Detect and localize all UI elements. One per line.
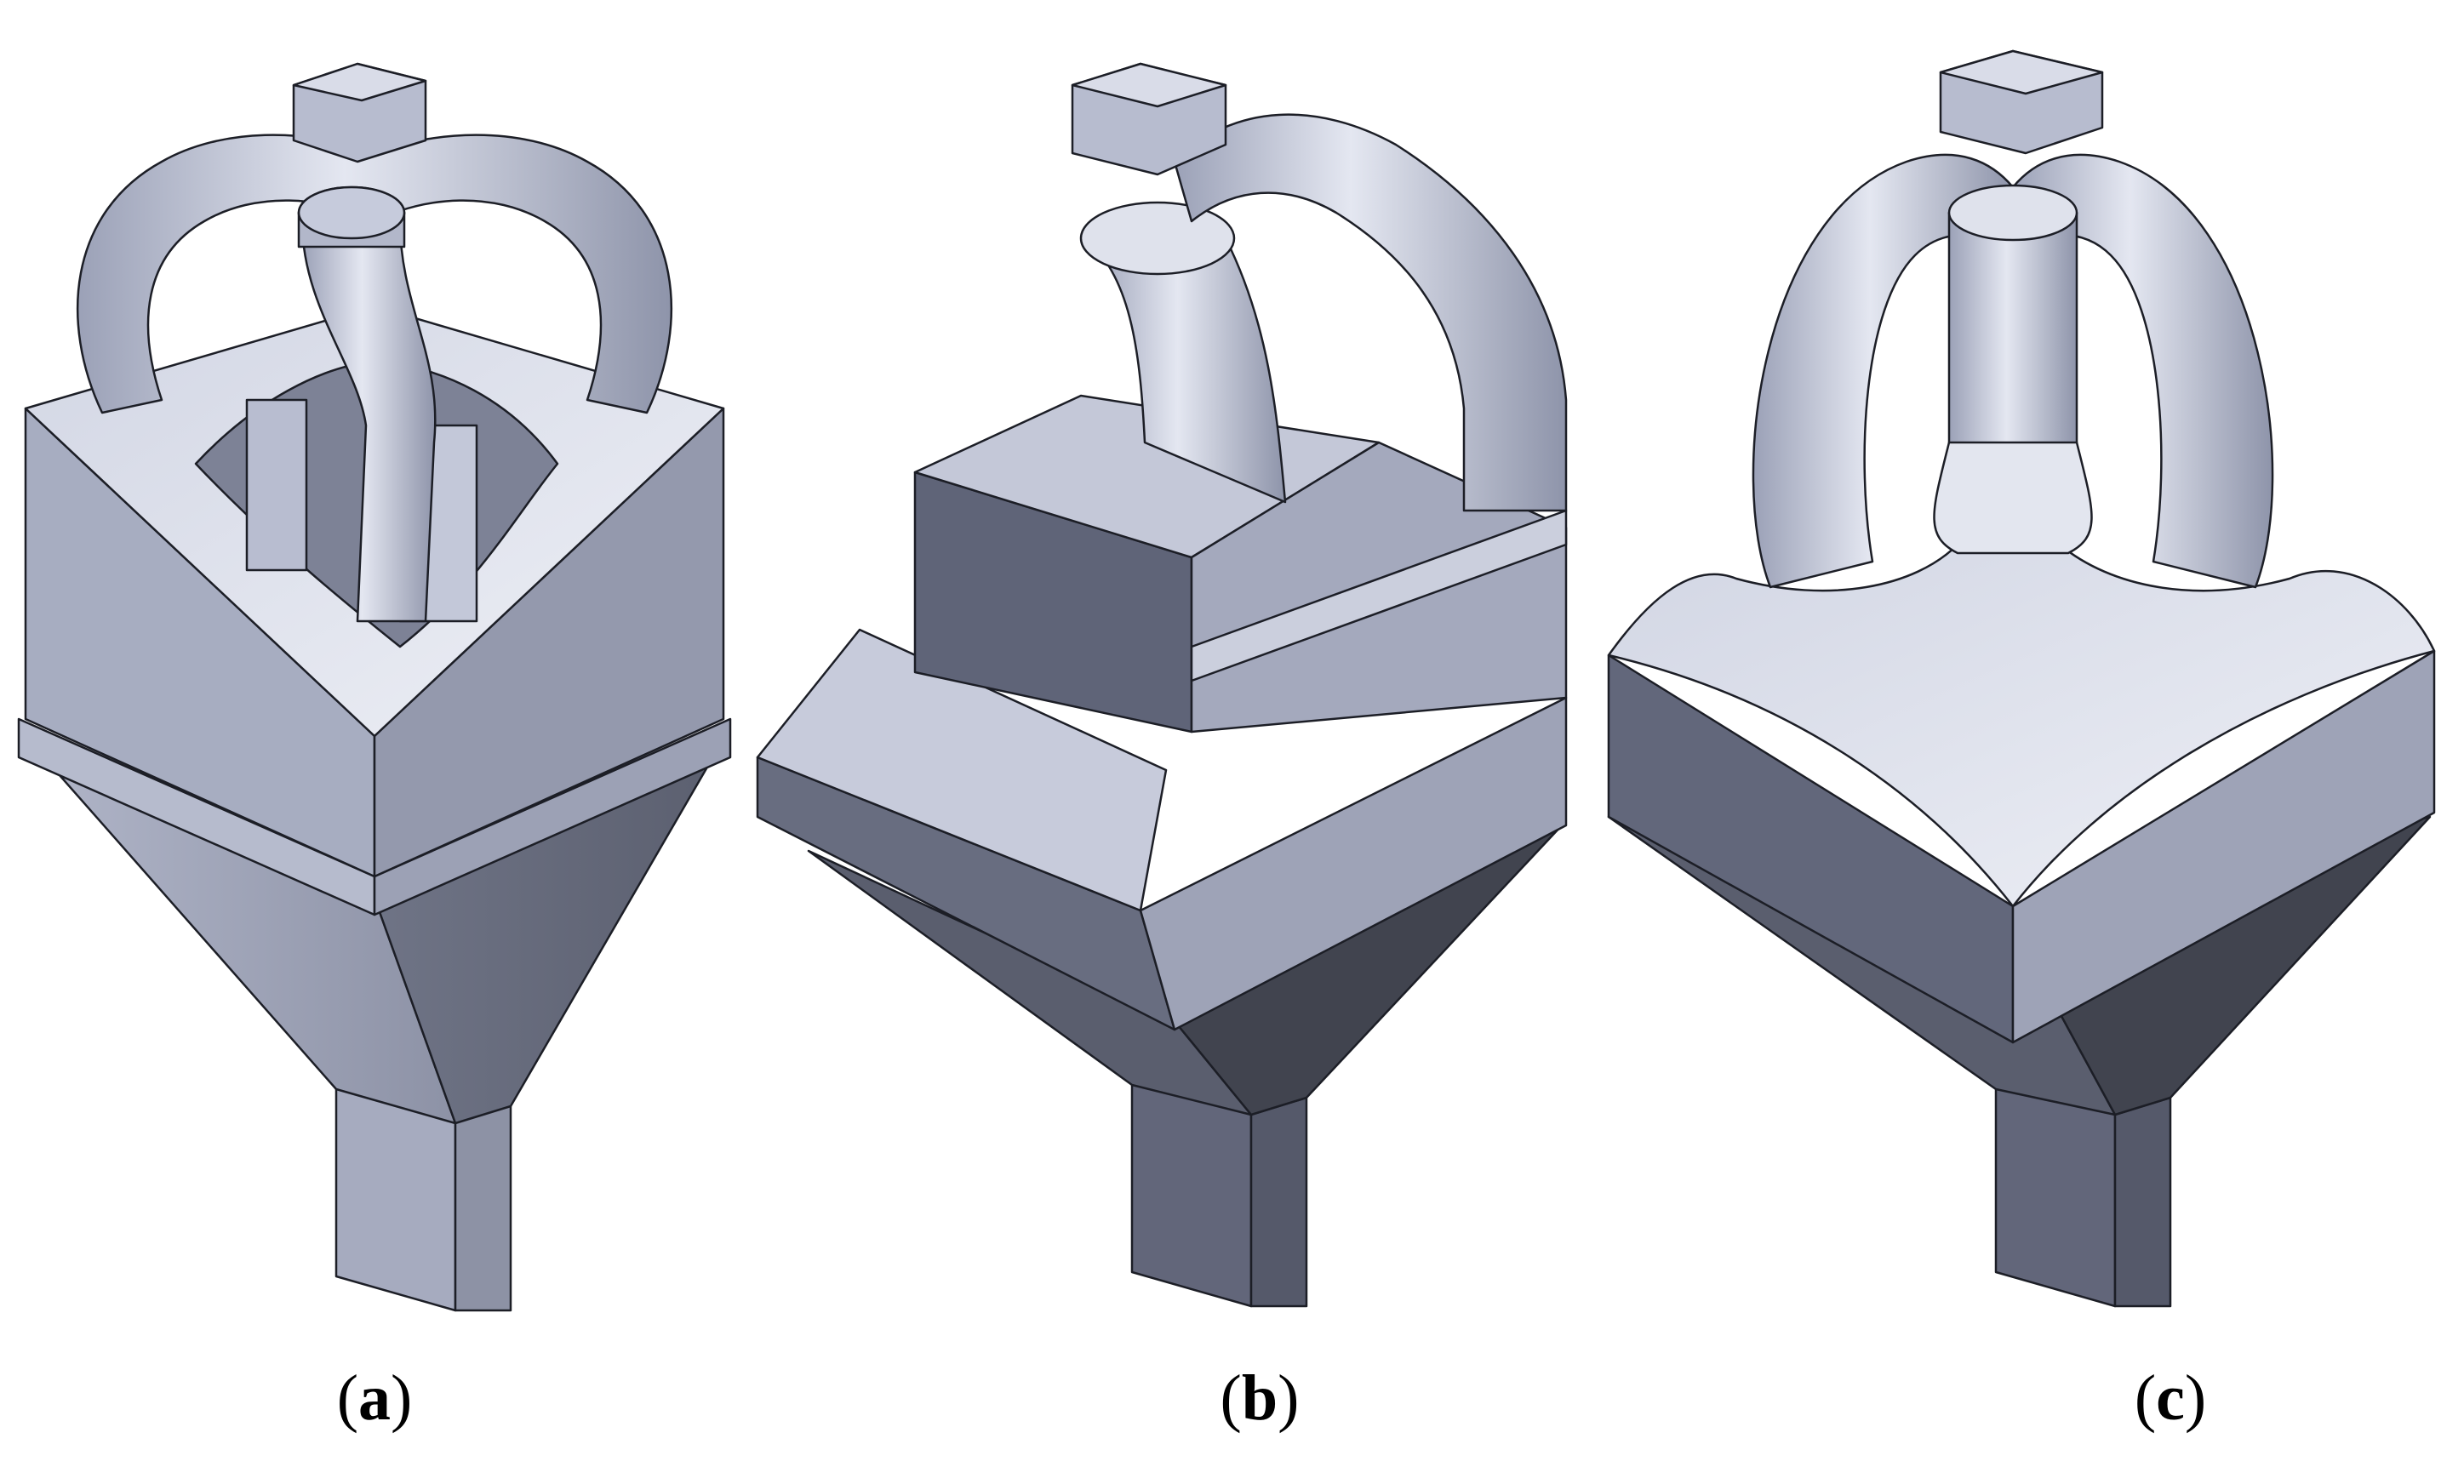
panel-b-slab-top [756, 628, 1168, 912]
panel-a-arch-pipe [77, 134, 672, 414]
panel-c-box-right [2011, 649, 2436, 1044]
panel-b-curved-pipe [1173, 113, 1568, 512]
caption-c: (c) [2134, 1362, 2207, 1434]
panel-b-box-right [1139, 696, 1568, 1031]
caption-a: (a) [336, 1362, 413, 1434]
panel-a-model [17, 62, 732, 1312]
panel-c-model [1607, 49, 2436, 1308]
panel-b-model [756, 62, 1568, 1308]
panel-c-central-column [1947, 211, 2078, 453]
caption-b: (b) [1220, 1362, 1300, 1434]
panel-c-top-face [1607, 543, 2436, 908]
panel-b-outlet-stem [1130, 1079, 1253, 1308]
panel-c-outlet-stem [1994, 1079, 2117, 1308]
